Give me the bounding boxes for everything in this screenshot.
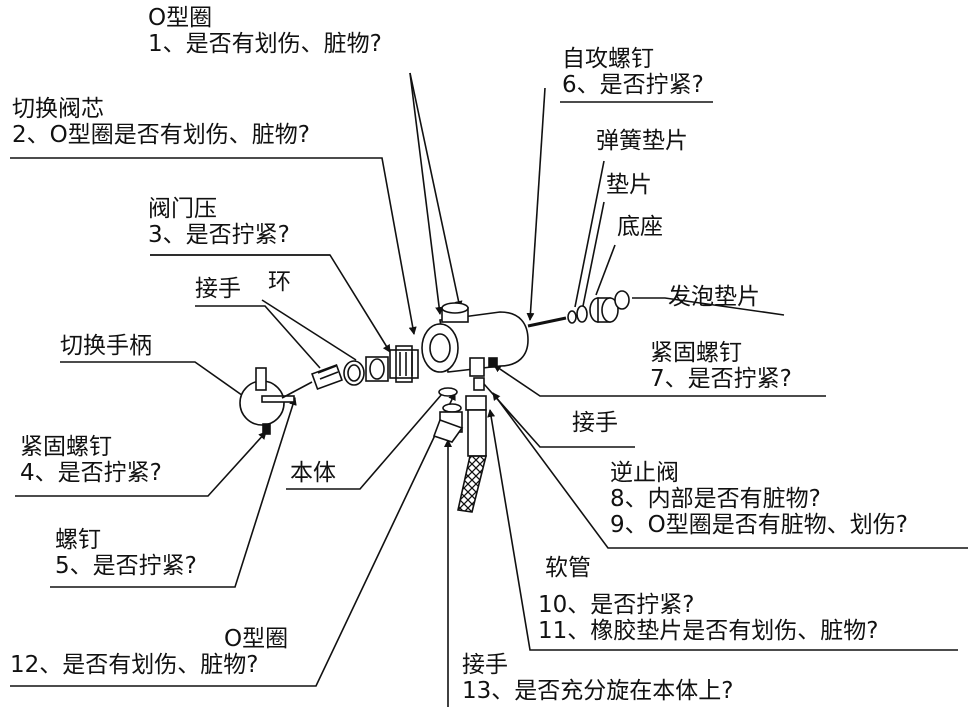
callout-6: 自攻螺钉 6、是否拧紧?: [562, 46, 704, 98]
callout-13: 接手 13、是否充分旋在本体上?: [462, 652, 733, 704]
callout-10-check2: 11、橡胶垫片是否有划伤、脏物?: [538, 618, 879, 644]
part-base-label: 底座: [617, 214, 663, 240]
callout-10: 软管: [545, 555, 591, 581]
callout-8-check2: 9、O型圈是否有脏物、划伤?: [610, 512, 908, 538]
callout-5-title: 螺钉: [55, 527, 101, 553]
joint-lower-part: [432, 403, 464, 443]
callout-10-check1: 10、是否拧紧?: [538, 592, 695, 618]
callout-1-check: 1、是否有划伤、脏物?: [148, 31, 382, 57]
callout-2-check: 2、O型圈是否有划伤、脏物?: [12, 122, 310, 148]
callout-7: 紧固螺钉 7、是否拧紧?: [650, 340, 792, 392]
callout-3-check: 3、是否拧紧?: [148, 222, 290, 248]
callout-8: 逆止阀 8、内部是否有脏物? 9、O型圈是否有脏物、划伤?: [610, 460, 908, 538]
callout-3-title: 阀门压: [148, 196, 217, 222]
callout-4-check: 4、是否拧紧?: [20, 460, 162, 486]
callout-8-check1: 8、内部是否有脏物?: [610, 486, 821, 512]
hose-part: [457, 395, 488, 513]
callout-10-title: 软管: [545, 555, 591, 581]
callout-2-title: 切换阀芯: [12, 96, 104, 122]
callout-6-check: 6、是否拧紧?: [562, 72, 704, 98]
callout-5-check: 5、是否拧紧?: [55, 553, 197, 579]
leader-lines: [10, 72, 968, 707]
callout-1-title: O型圈: [148, 5, 213, 31]
callout-10-checks: 10、是否拧紧? 11、橡胶垫片是否有划伤、脏物?: [538, 592, 878, 644]
part-foam-gasket-label: 发泡垫片: [668, 284, 760, 310]
callout-3: 阀门压 3、是否拧紧?: [148, 196, 290, 248]
callout-13-check: 13、是否充分旋在本体上?: [462, 678, 734, 704]
part-washer-label: 垫片: [606, 172, 652, 198]
callout-12-check: 12、是否有划伤、脏物?: [10, 652, 259, 678]
part-joint-top-label: 接手: [195, 276, 241, 302]
part-handle-label: 切换手柄: [60, 333, 152, 359]
callout-13-title: 接手: [462, 652, 508, 678]
callout-5: 螺钉 5、是否拧紧?: [55, 527, 197, 579]
callout-7-title: 紧固螺钉: [650, 340, 742, 366]
callout-8-title: 逆止阀: [610, 460, 679, 486]
parts-drawing: [239, 290, 630, 513]
callout-12-title: O型圈: [224, 626, 289, 652]
body-part: [421, 302, 529, 377]
callout-4-title: 紧固螺钉: [20, 434, 112, 460]
callout-7-check: 7、是否拧紧?: [650, 366, 792, 392]
valve-core-part: [389, 345, 419, 383]
callout-1: O型圈 1、是否有划伤、脏物?: [148, 5, 382, 57]
callout-2: 切换阀芯 2、O型圈是否有划伤、脏物?: [12, 96, 310, 148]
callout-6-title: 自攻螺钉: [562, 46, 654, 72]
part-joint-right-label: 接手: [572, 410, 618, 436]
part-body-label: 本体: [290, 460, 336, 486]
callout-12: O型圈: [224, 626, 288, 652]
valve-pressure-part: [365, 356, 389, 382]
callout-4: 紧固螺钉 4、是否拧紧?: [20, 434, 162, 486]
switch-handle-part: [239, 367, 295, 426]
part-spring-washer-label: 弹簧垫片: [596, 128, 688, 154]
base-part: [589, 297, 619, 323]
part-ring-label: 环: [268, 269, 291, 295]
joint-part: [311, 364, 343, 390]
